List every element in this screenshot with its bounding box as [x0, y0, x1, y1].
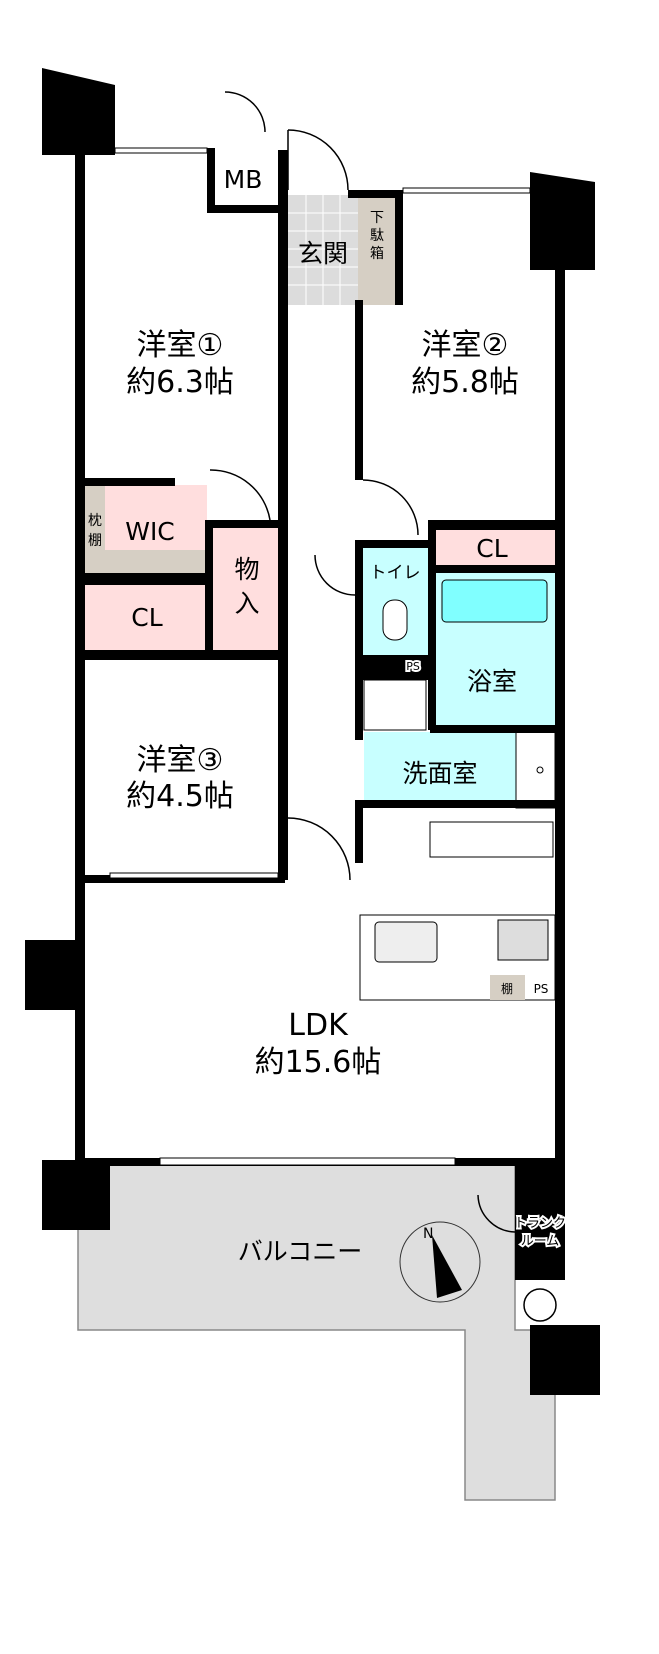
mb-label: MB [224, 165, 263, 194]
trunk-room-label: ルーム [521, 1234, 560, 1249]
fridge-space [429, 821, 554, 858]
western1-size: 約6.3帖 [126, 365, 234, 400]
shoe-box [358, 195, 395, 305]
shoe-box-label: 下 [370, 210, 384, 226]
windows [109, 147, 531, 1166]
western3-size: 約4.5帖 [126, 779, 234, 814]
washroom-label: 洗面室 [402, 759, 477, 788]
storage-label: 物 [234, 555, 259, 584]
entrance-tiles [288, 195, 358, 305]
toilet-shelf-label: 棚 [372, 657, 383, 671]
trunk-room-label: トランク [514, 1216, 566, 1231]
balcony-area [77, 1164, 556, 1501]
western3-name: 洋室③ [137, 743, 224, 778]
storage-floor [210, 528, 278, 650]
ldk-name: LDK [288, 1008, 349, 1043]
entrance-label: 玄関 [298, 239, 348, 268]
toilet-ps-label: PS [406, 660, 420, 673]
cl2-label: CL [476, 534, 507, 563]
stove [497, 919, 549, 961]
washroom-floor [364, 732, 516, 808]
bath-label: 浴室 [467, 667, 517, 696]
svg-text:N: N [423, 1226, 433, 1242]
pillow-shelf-label: 棚 [88, 533, 102, 549]
wic-shelf [105, 550, 207, 573]
shoe-box-label: 箱 [370, 246, 384, 262]
bath-tub [441, 579, 548, 623]
shoe-box-label: 駄 [370, 228, 384, 244]
pillow-shelf [85, 485, 105, 573]
pillow-shelf-label: 枕 [88, 513, 102, 529]
ldk-size: 約15.6帖 [255, 1045, 382, 1080]
walls [25, 68, 600, 1395]
storage-label: 入 [234, 589, 259, 618]
laundry [363, 679, 427, 731]
cl1-floor [85, 585, 207, 650]
compass: N [399, 1221, 481, 1303]
kitchen-ps-label: PS [534, 982, 549, 996]
western2-size: 約5.8帖 [411, 365, 519, 400]
wic-label: WIC [125, 517, 175, 546]
western1-name: 洋室① [137, 328, 224, 363]
cl1-label: CL [131, 603, 162, 632]
kitchen-shelf [490, 975, 525, 1000]
balcony-label: バルコニー [238, 1237, 363, 1266]
toilet-bowl [382, 599, 408, 641]
toilet-label: トイレ [370, 563, 421, 583]
cl2-floor [432, 530, 555, 565]
wash-basin [515, 731, 556, 809]
kitchen-shelf-label: 棚 [501, 981, 513, 996]
western2-name: 洋室② [422, 328, 509, 363]
doors [209, 91, 557, 1322]
sink [374, 921, 438, 963]
